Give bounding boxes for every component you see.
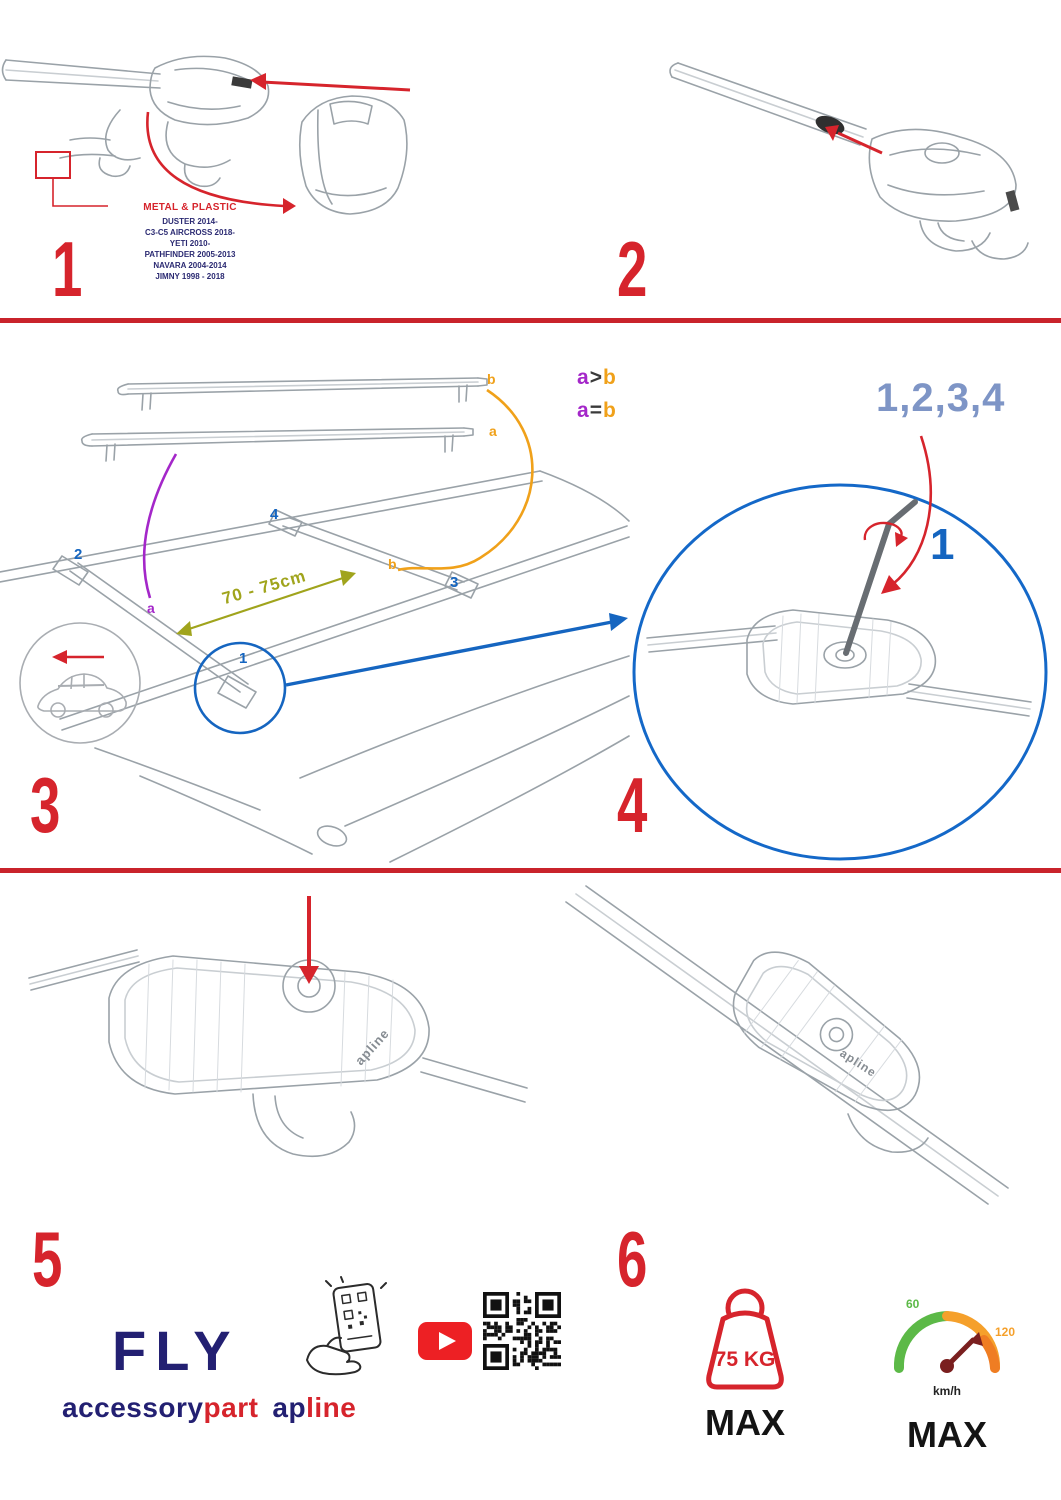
compare-equal: a=b (577, 399, 617, 423)
position-4-label: 4 (270, 506, 279, 523)
step6-number: 6 (617, 1215, 648, 1303)
speed-unit-label: km/h (932, 1384, 961, 1398)
compare-a: a (577, 399, 590, 422)
model-name: FLY (112, 1319, 240, 1382)
detail-pointer-arrow (285, 613, 628, 687)
max-weight-value: 75 KG (714, 1348, 776, 1371)
rotation-arrow (863, 521, 908, 547)
step1-foot-cover-illustration (1, 55, 411, 215)
section-divider (0, 868, 1061, 873)
step3-number: 3 (30, 761, 61, 849)
brand-apline: apline (272, 1392, 356, 1423)
weight-limit-icon (706, 1288, 784, 1390)
position-2-label: 2 (74, 546, 83, 563)
sequence-arrow (881, 435, 932, 594)
model-line: JIMNY 1998 - 2018 (155, 272, 225, 281)
step2-bar-insert-illustration (669, 62, 1029, 260)
step1-compatibility-list: METAL & PLASTIC DUSTER 2014- C3-C5 AIRCR… (108, 202, 272, 282)
brand-line: line (306, 1392, 357, 1423)
position-1-label: 1 (239, 650, 248, 667)
press-arrow (299, 896, 319, 984)
speedometer-icon (893, 1311, 1001, 1373)
inset-direction-arrow (52, 650, 104, 664)
model-line: NAVARA 2004-2014 (153, 261, 227, 270)
step4-number: 4 (617, 761, 648, 849)
apline-tag (231, 76, 253, 89)
bar-b-label: b (487, 371, 496, 387)
position-3-label: 3 (450, 574, 459, 591)
section-divider (0, 318, 1061, 323)
step1-red-arrows (35, 73, 411, 214)
curve-b (397, 388, 534, 572)
max-weight-label: MAX (705, 1402, 785, 1443)
compare-b: b (602, 366, 617, 389)
step2-number: 2 (617, 225, 648, 313)
model-line: DUSTER 2014- (162, 217, 218, 226)
step3-roof-layout-illustration (0, 377, 630, 863)
roof-a-label: a (147, 600, 155, 616)
compare-op: = (589, 399, 603, 422)
step2-red-arrow (825, 125, 883, 155)
model-line: C3-C5 AIRCROSS 2018- (145, 228, 235, 237)
compare-a: a (577, 366, 590, 389)
brand-ap: ap (272, 1392, 307, 1423)
compare-b: b (602, 399, 617, 422)
magnifier-circle (632, 483, 1048, 861)
step1-number: 1 (52, 225, 83, 313)
compare-greater: a>b (577, 366, 617, 390)
compare-op: > (589, 366, 603, 389)
material-label: METAL & PLASTIC (143, 202, 237, 213)
max-speed-label: MAX (907, 1414, 987, 1455)
brand-accessory: accessory (62, 1392, 204, 1423)
step4-tighten-detail-illustration (632, 435, 1048, 861)
speed-high-label: 120 (995, 1325, 1016, 1339)
tighten-sequence: 1,2,3,4 (876, 376, 1006, 420)
youtube-icon (418, 1322, 472, 1360)
roof-b-label: b (388, 556, 397, 572)
apline-tag (1005, 190, 1020, 212)
brand-part: part (203, 1392, 259, 1423)
step5-knob-press-illustration (28, 896, 528, 1158)
step6-mounted-foot-illustration (565, 885, 1009, 1205)
car-direction-inset (19, 622, 141, 744)
scan-phone-icon (306, 1276, 387, 1376)
model-line: YETI 2010- (169, 239, 211, 248)
brand-accessorypart: accessorypart (62, 1392, 258, 1423)
bar-a-label: a (489, 423, 497, 439)
detail-highlight-circle (193, 641, 287, 735)
sequence-first: 1 (930, 520, 955, 569)
qr-code (483, 1292, 561, 1370)
speed-low-label: 60 (906, 1297, 920, 1311)
distance-arrow (176, 570, 356, 636)
model-line: PATHFINDER 2005-2013 (144, 250, 236, 259)
curve-a (142, 453, 178, 599)
step5-number: 5 (32, 1215, 63, 1303)
